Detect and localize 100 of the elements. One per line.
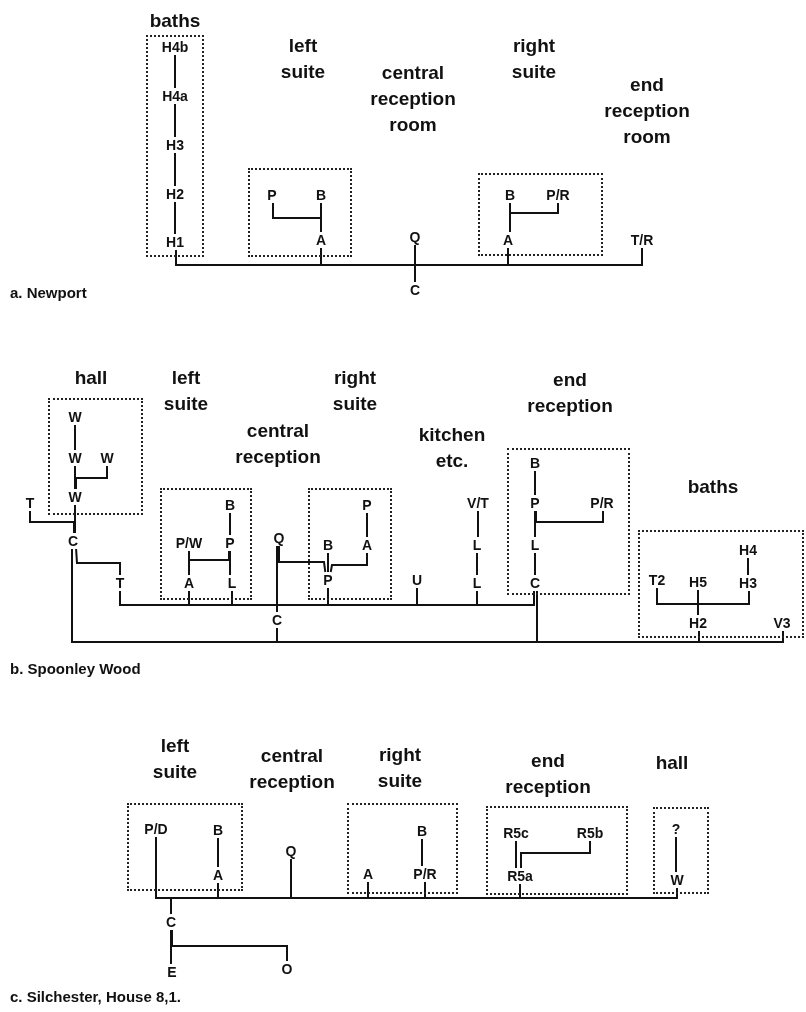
room-label: H2 [166, 187, 184, 201]
room-label: B [315, 188, 327, 202]
panel-caption: c. Silchester, House 8,1. [10, 988, 181, 1006]
room-label: P/R [413, 867, 437, 881]
connector-line [747, 557, 749, 576]
room-label: P [323, 573, 333, 587]
room-label: H1 [166, 235, 184, 249]
room-label: B [416, 824, 428, 838]
connector-line [520, 840, 591, 869]
connector-line [278, 545, 327, 573]
connector-line [74, 465, 76, 490]
room-label: P [225, 536, 235, 550]
connector-line [509, 202, 559, 233]
connector-line [366, 512, 368, 538]
room-label: ? [671, 822, 681, 836]
connector-line [421, 838, 423, 867]
group-title: left suite [151, 734, 199, 784]
group-title: left suite [162, 366, 210, 416]
connector-line [534, 510, 536, 538]
group-title: left suite [279, 34, 327, 84]
room-label: H2 [689, 616, 707, 630]
connector-line [174, 152, 176, 187]
panel-caption: a. Newport [10, 284, 87, 302]
group-title: right suite [510, 34, 558, 84]
connector-line [476, 552, 478, 576]
panel-caption: b. Spoonley Wood [10, 660, 141, 678]
group-title: end reception [504, 749, 592, 799]
room-label: A [212, 868, 224, 882]
room-label: P [530, 496, 540, 510]
connector-line [414, 247, 643, 283]
room-label: P [362, 498, 372, 512]
room-label: Q [273, 531, 285, 545]
connector-line [174, 54, 176, 89]
room-label: Q [409, 230, 421, 244]
room-label: V3 [773, 616, 791, 630]
room-label: A [362, 867, 374, 881]
room-label: T2 [648, 573, 666, 587]
room-label: P/W [175, 536, 203, 550]
room-label: W [68, 490, 82, 504]
room-label: C [165, 915, 177, 929]
connector-line [174, 201, 176, 235]
room-label: R5c [503, 826, 529, 840]
room-label: P/R [546, 188, 570, 202]
group-title: hall [654, 751, 690, 775]
room-label: E [167, 965, 177, 979]
room-label: P [267, 188, 277, 202]
room-label: P/D [144, 822, 168, 836]
room-label: T/R [630, 233, 654, 247]
connector-line [75, 548, 121, 576]
room-label: R5a [507, 869, 533, 883]
group-title: baths [686, 475, 740, 499]
room-label: H3 [166, 138, 184, 152]
connector-line [329, 552, 368, 573]
room-label: W [100, 451, 114, 465]
room-label: L [227, 576, 237, 590]
room-label: L [472, 538, 482, 552]
connector-line [276, 590, 535, 613]
connector-line [170, 929, 172, 965]
connector-line [74, 424, 76, 451]
room-label: H4a [162, 89, 188, 103]
section-heading: end reception room [603, 73, 691, 149]
room-label: B [504, 188, 516, 202]
room-label: U [411, 573, 423, 587]
connector-line [217, 837, 219, 868]
room-label: L [530, 538, 540, 552]
room-label: O [281, 962, 293, 976]
connector-line [174, 103, 176, 138]
connector-line [535, 510, 604, 523]
connector-line [515, 840, 517, 869]
room-label: H3 [739, 576, 757, 590]
connector-line [229, 512, 231, 536]
room-label: L [472, 576, 482, 590]
group-title: hall [73, 366, 109, 390]
room-label: A [183, 576, 195, 590]
room-label: C [67, 534, 79, 548]
room-label: W [68, 410, 82, 424]
room-label: W [68, 451, 82, 465]
room-label: V/T [467, 496, 489, 510]
group-title: end reception [526, 368, 614, 418]
connector-line [320, 202, 322, 233]
room-label: T [115, 576, 125, 590]
connector-line [276, 627, 784, 643]
room-label: B [322, 538, 334, 552]
room-label: R5b [576, 826, 604, 840]
connector-line [327, 552, 329, 573]
connector-line [534, 470, 536, 496]
room-label: Q [285, 844, 297, 858]
section-heading: central reception room [369, 61, 457, 137]
room-label: A [315, 233, 327, 247]
section-heading: central reception [248, 744, 336, 794]
room-label: C [409, 283, 421, 297]
room-label: B [529, 456, 541, 470]
group-title: right suite [376, 743, 424, 793]
connector-line [229, 550, 231, 576]
room-label: C [271, 613, 283, 627]
connector-line [188, 550, 230, 561]
section-heading: kitchen etc. [417, 423, 487, 473]
room-label: B [224, 498, 236, 512]
connector-line [534, 552, 536, 576]
room-label: A [502, 233, 514, 247]
